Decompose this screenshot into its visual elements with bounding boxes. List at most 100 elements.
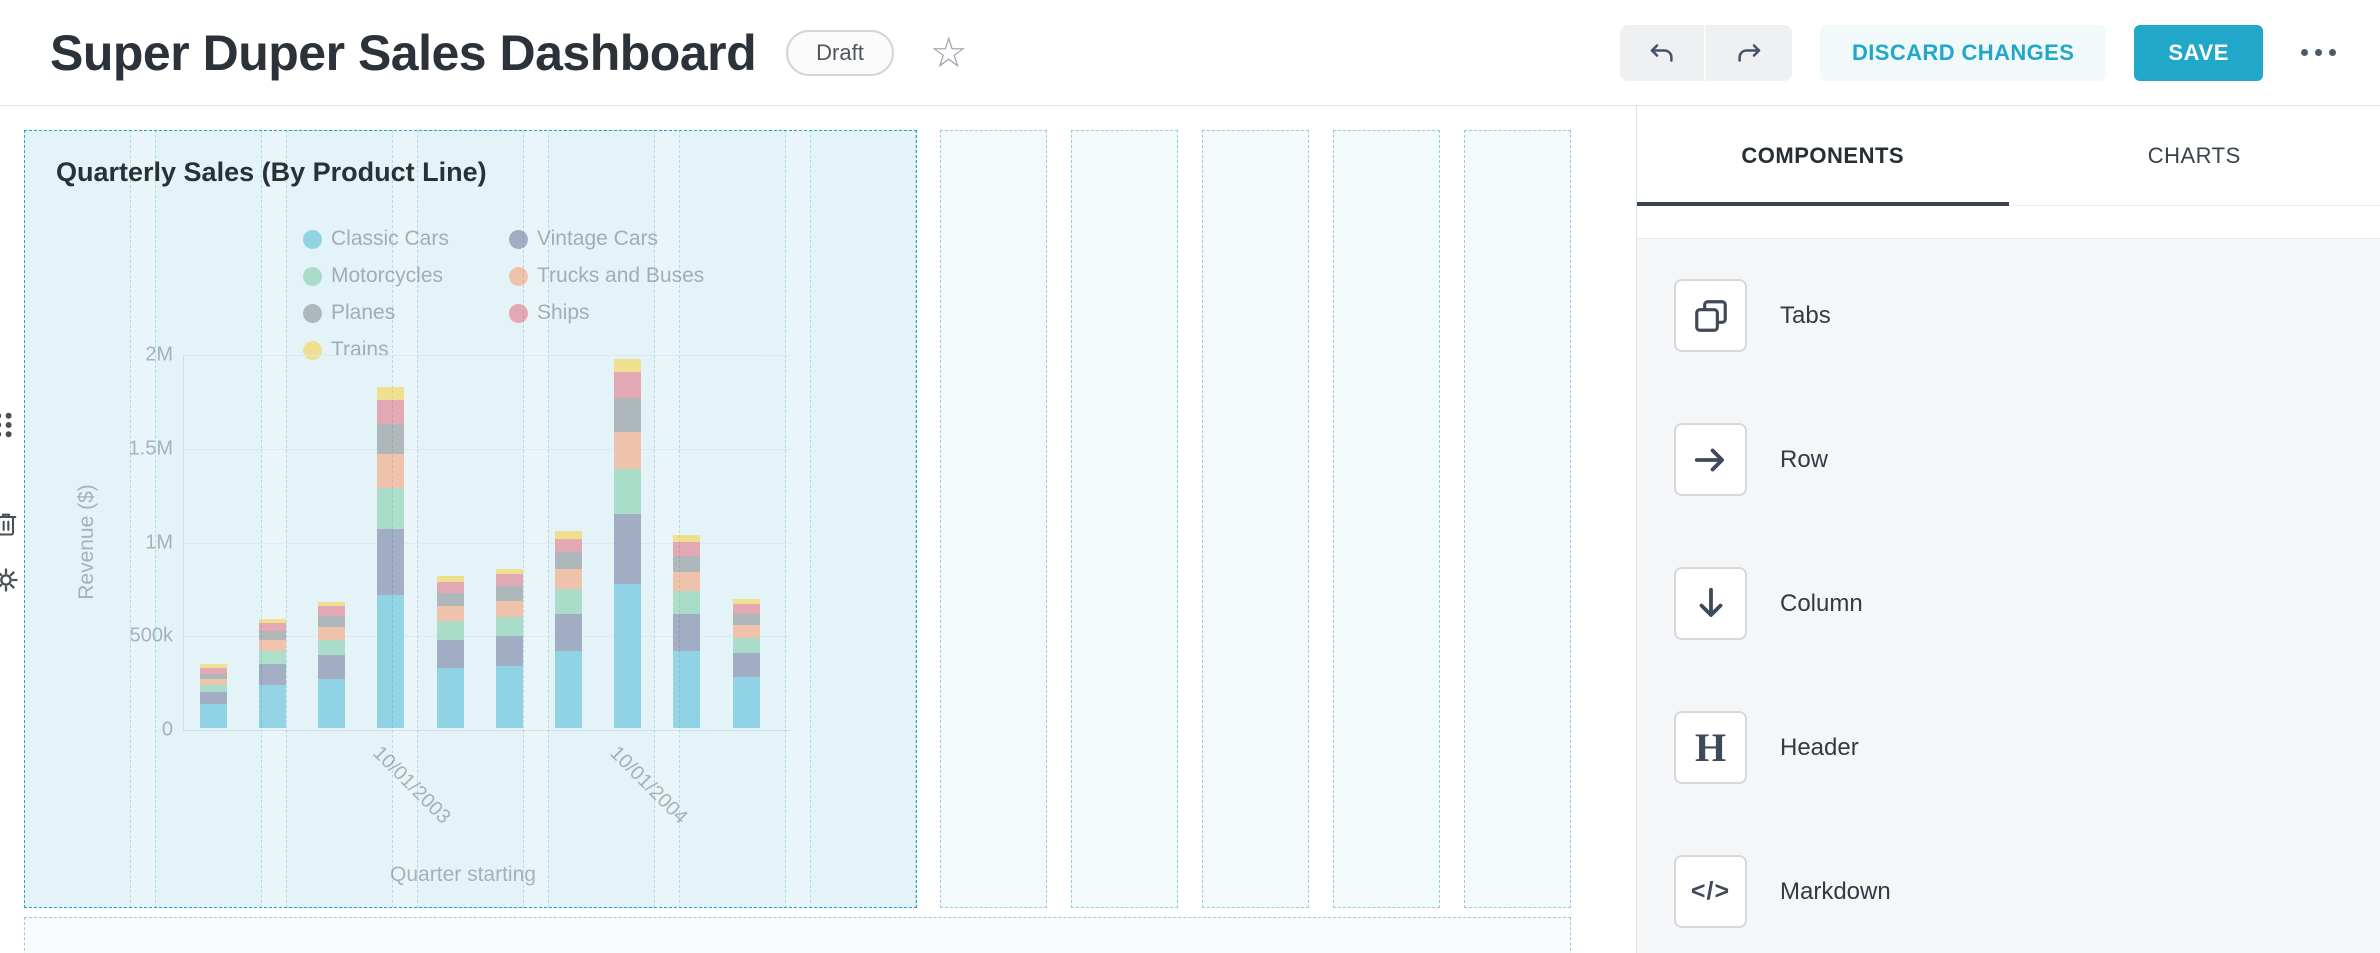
favorite-star-icon[interactable]: ☆ bbox=[929, 28, 968, 76]
component-label: Markdown bbox=[1780, 877, 1891, 905]
bar-segment bbox=[437, 668, 464, 728]
bar-segment bbox=[496, 600, 523, 618]
bar-stack bbox=[614, 358, 641, 728]
bar-segment bbox=[733, 638, 760, 653]
bar-segment bbox=[377, 488, 404, 530]
legend-label: Motorcycles bbox=[331, 264, 444, 287]
gear-icon[interactable] bbox=[0, 566, 20, 599]
bar-segment bbox=[200, 692, 227, 704]
bar-segment bbox=[259, 619, 286, 623]
component-label: Column bbox=[1780, 589, 1863, 617]
gridline bbox=[183, 636, 791, 638]
bar-segment bbox=[200, 664, 227, 668]
x-axis-line bbox=[183, 730, 791, 731]
bar-segment bbox=[614, 371, 641, 398]
grid-column[interactable] bbox=[1071, 130, 1179, 908]
legend-item[interactable]: Classic Cars bbox=[303, 227, 509, 251]
bar-segment bbox=[377, 454, 404, 488]
bar-segment bbox=[377, 529, 404, 595]
bar-segment bbox=[377, 386, 404, 400]
bar-segment bbox=[673, 534, 700, 543]
bar-segment bbox=[200, 703, 227, 728]
component-item-column[interactable]: Column bbox=[1674, 567, 2380, 640]
bar-segment bbox=[259, 639, 286, 652]
empty-row-placeholder[interactable] bbox=[24, 917, 1571, 953]
legend-label: Ships bbox=[537, 301, 590, 324]
undo-redo-group bbox=[1619, 24, 1792, 81]
legend-item[interactable]: Ships bbox=[509, 301, 749, 325]
y-tick-label: 0 bbox=[161, 718, 173, 741]
legend-label: Classic Cars bbox=[331, 227, 449, 250]
bar-segment bbox=[673, 613, 700, 652]
bar-stack bbox=[733, 598, 760, 728]
legend-item[interactable]: Planes bbox=[303, 301, 509, 325]
tab-components[interactable]: COMPONENTS bbox=[1637, 106, 2009, 206]
bar-segment bbox=[437, 593, 464, 607]
bar-stack bbox=[318, 602, 345, 728]
component-item-markdown[interactable]: </>Markdown bbox=[1674, 855, 2380, 928]
legend-item[interactable]: Trucks and Buses bbox=[509, 264, 749, 288]
bar-stack bbox=[673, 534, 700, 728]
bar-segment bbox=[673, 572, 700, 592]
redo-icon bbox=[1738, 43, 1761, 62]
undo-button[interactable] bbox=[1620, 24, 1706, 81]
bar-segment bbox=[496, 617, 523, 637]
grid-column[interactable] bbox=[1464, 130, 1572, 908]
more-options-icon[interactable] bbox=[2297, 39, 2340, 66]
tab-charts[interactable]: CHARTS bbox=[2008, 106, 2380, 205]
bar-segment bbox=[555, 613, 582, 652]
bar-segment bbox=[555, 538, 582, 552]
bar-segment bbox=[200, 684, 227, 693]
redo-button[interactable] bbox=[1706, 25, 1792, 81]
bar-segment bbox=[259, 623, 286, 631]
bar-segment bbox=[496, 568, 523, 575]
bar-segment bbox=[259, 651, 286, 665]
component-item-tabs[interactable]: Tabs bbox=[1674, 279, 2380, 352]
bar-segment bbox=[318, 654, 345, 680]
bar-segment bbox=[318, 679, 345, 728]
bar-segment bbox=[318, 606, 345, 616]
legend-item[interactable]: Motorcycles bbox=[303, 264, 509, 288]
trash-icon[interactable] bbox=[0, 510, 20, 543]
component-label: Header bbox=[1780, 733, 1859, 761]
legend-swatch bbox=[509, 266, 528, 286]
undo-icon bbox=[1650, 43, 1673, 62]
discard-changes-button[interactable]: DISCARD CHANGES bbox=[1819, 24, 2107, 81]
column-arrow-icon bbox=[1674, 567, 1747, 640]
bar-segment bbox=[555, 651, 582, 728]
grid-column[interactable] bbox=[1202, 130, 1310, 908]
grid-column[interactable] bbox=[1333, 130, 1441, 908]
bar-segment bbox=[614, 431, 641, 470]
component-item-row[interactable]: Row bbox=[1674, 423, 2380, 496]
bar-segment bbox=[437, 621, 464, 640]
grid-column[interactable] bbox=[940, 130, 1048, 908]
legend-swatch bbox=[509, 229, 528, 249]
bar-segment bbox=[673, 555, 700, 573]
gridline bbox=[183, 448, 791, 450]
legend-label: Planes bbox=[331, 301, 396, 324]
bar-segment bbox=[555, 551, 582, 569]
y-axis-line bbox=[183, 355, 184, 730]
gridline bbox=[183, 542, 791, 544]
bar-segment bbox=[733, 653, 760, 678]
bar-segment bbox=[733, 677, 760, 728]
bar-segment bbox=[614, 398, 641, 432]
dashboard-title[interactable]: Super Duper Sales Dashboard bbox=[50, 24, 757, 81]
bar-segment bbox=[437, 581, 464, 593]
y-tick-label: 2M bbox=[145, 343, 173, 366]
legend-item[interactable]: Vintage Cars bbox=[509, 227, 749, 251]
bar-segment bbox=[437, 606, 464, 622]
bar-segment bbox=[614, 358, 641, 372]
bar-segment bbox=[200, 673, 227, 680]
bar-segment bbox=[614, 514, 641, 584]
drag-handle-icon[interactable] bbox=[0, 410, 16, 445]
save-button[interactable]: SAVE bbox=[2134, 24, 2263, 81]
legend-item[interactable]: Trains bbox=[303, 338, 509, 362]
